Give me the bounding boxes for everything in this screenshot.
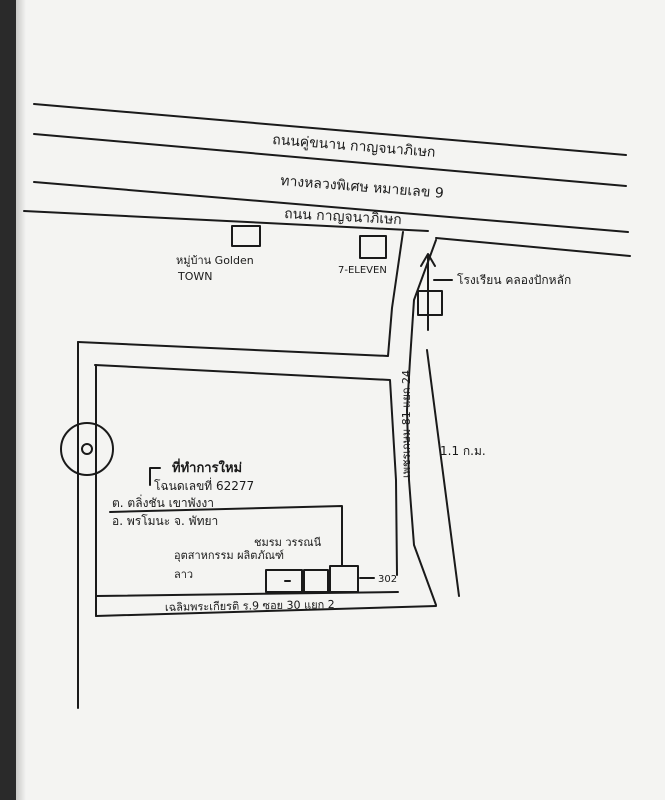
address-heading: ที่ทำการใหม่ xyxy=(172,458,242,476)
service-road-label: ถนน กาญจนาภิเษก xyxy=(284,206,402,228)
soi-road-edge-inner xyxy=(94,364,398,576)
village-marker-box xyxy=(231,225,261,247)
organization-line-1: ชมรม วรรณนี xyxy=(254,536,322,549)
small-marker-label: 302 xyxy=(378,574,397,585)
scan-edge-shadow xyxy=(16,0,26,800)
roundabout-outer xyxy=(60,422,114,476)
organization-line-2: อุตสาหกรรม ผลิตภัณฑ์ xyxy=(174,549,284,562)
address-line-3: อ. พรโมนะ จ. พัทยา xyxy=(112,514,218,528)
village-label-line2: TOWN xyxy=(177,270,212,283)
organization-line-3: ลาว xyxy=(174,568,193,581)
soi-horizontal-label: เฉลิมพระเกียรติ ร.9 ซอย 30 แยก 2 xyxy=(165,598,335,614)
road-line-2 xyxy=(33,133,627,187)
seven-eleven-label: 7-ELEVEN xyxy=(338,265,387,276)
address-line-2: ต. ตลิ่งชัน เขาพังงา xyxy=(112,494,214,510)
soi-road-edge-right xyxy=(406,239,437,606)
school-box xyxy=(417,290,443,316)
address-bracket xyxy=(149,467,161,486)
building-1 xyxy=(265,569,303,593)
road-line-3 xyxy=(33,181,629,233)
address-line-1: โฉนดเลขที่ 62277 xyxy=(154,477,254,493)
scan-edge xyxy=(0,0,16,800)
soi-vertical-label: เพชรเกษม 81 แยก 24 xyxy=(400,370,413,478)
distance-arrow-head xyxy=(420,253,436,267)
village-label-line1: หมู่บ้าน Golden xyxy=(176,254,254,267)
expressway-label: ทางหลวงพิเศษ หมายเลข 9 xyxy=(280,173,445,202)
soi-road-edge-left xyxy=(77,231,404,357)
distance-line xyxy=(426,349,460,597)
road-line-1 xyxy=(33,103,627,156)
bottom-road-bottom-edge xyxy=(95,605,437,617)
organization-bracket xyxy=(109,505,343,567)
roundabout-inner xyxy=(81,443,93,455)
seven-eleven-box xyxy=(359,235,387,259)
building-2 xyxy=(303,569,329,593)
distance-label: 1.1 ก.ม. xyxy=(440,444,486,458)
road-line-4 xyxy=(23,210,429,232)
road-line-5 xyxy=(435,237,631,257)
school-label: โรงเรียน คลองปักหลัก xyxy=(457,273,571,287)
building-3 xyxy=(329,565,359,593)
